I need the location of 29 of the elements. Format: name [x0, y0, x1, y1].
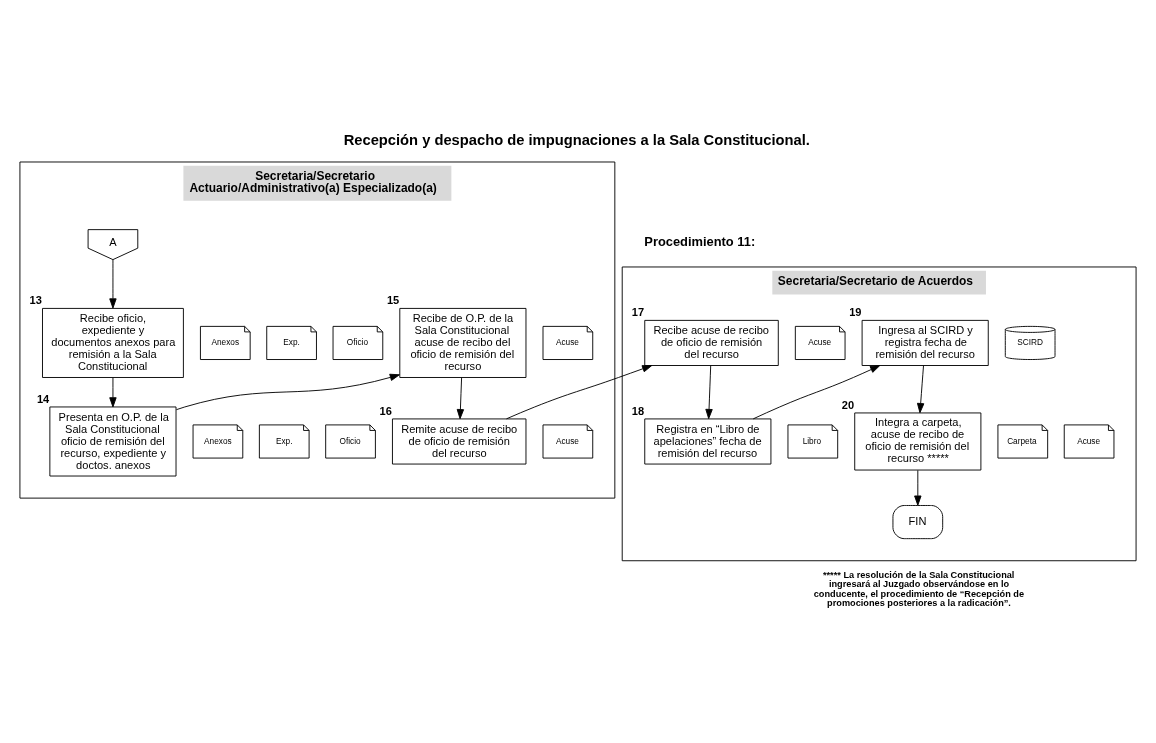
node-box: FIN [892, 505, 944, 540]
node-box: Ingresa al SCIRD y registra fecha de remisión del recurso [861, 319, 989, 366]
node-box: Recibe acuse de recibo de oficio de remisión del recurso [644, 319, 779, 366]
arrow [109, 259, 117, 309]
arrow [175, 373, 400, 411]
node-box: Registra en “Libro de apelaciones” fecha de remisión del recurso [644, 418, 772, 465]
node-box: Integra a carpeta, acuse de recibo de oficio de remisión del recurso ***** [854, 412, 982, 471]
node-box: Recibe de O.P. de la Sala Constitucional acuse de recibo del oficio de remisión del recurso [399, 307, 527, 378]
node-label: 16 [379, 404, 392, 417]
node-label: 13 [29, 294, 42, 307]
arrow [705, 365, 713, 420]
node-box: Presenta en O.P. de la Sala Constitucional oficio de remisión del recurso, expediente y doctos. anexos [49, 406, 177, 477]
arrow [914, 469, 922, 506]
node-label: 18 [631, 404, 645, 417]
node-label: 19 [849, 306, 862, 319]
node-label: 15 [386, 294, 400, 307]
arrow [109, 377, 117, 408]
arrow [506, 365, 653, 420]
arrow [752, 365, 881, 420]
arrow [916, 365, 925, 414]
node-label: 14 [36, 392, 50, 405]
node-box: Remite acuse de recibo de oficio de remisión del recurso [392, 418, 527, 465]
label: ***** La resolución de la Sala Constitucional ingresará al Juzgado observándose en lo conducente, el procedimiento de “Recepción de promociones posteriores a la radicación”. [813, 570, 1025, 608]
label: Procedimiento 11: [644, 233, 756, 249]
node-label: 20 [841, 398, 855, 411]
node-label: 17 [631, 306, 645, 319]
arrow [456, 377, 465, 420]
node-box: Recibe oficio, expediente y documentos anexos para remisión a la Sala Constitucional [42, 307, 184, 378]
diagram-title: Recepción y despacho de impugnaciones a la Sala Constitucional. [343, 132, 810, 149]
